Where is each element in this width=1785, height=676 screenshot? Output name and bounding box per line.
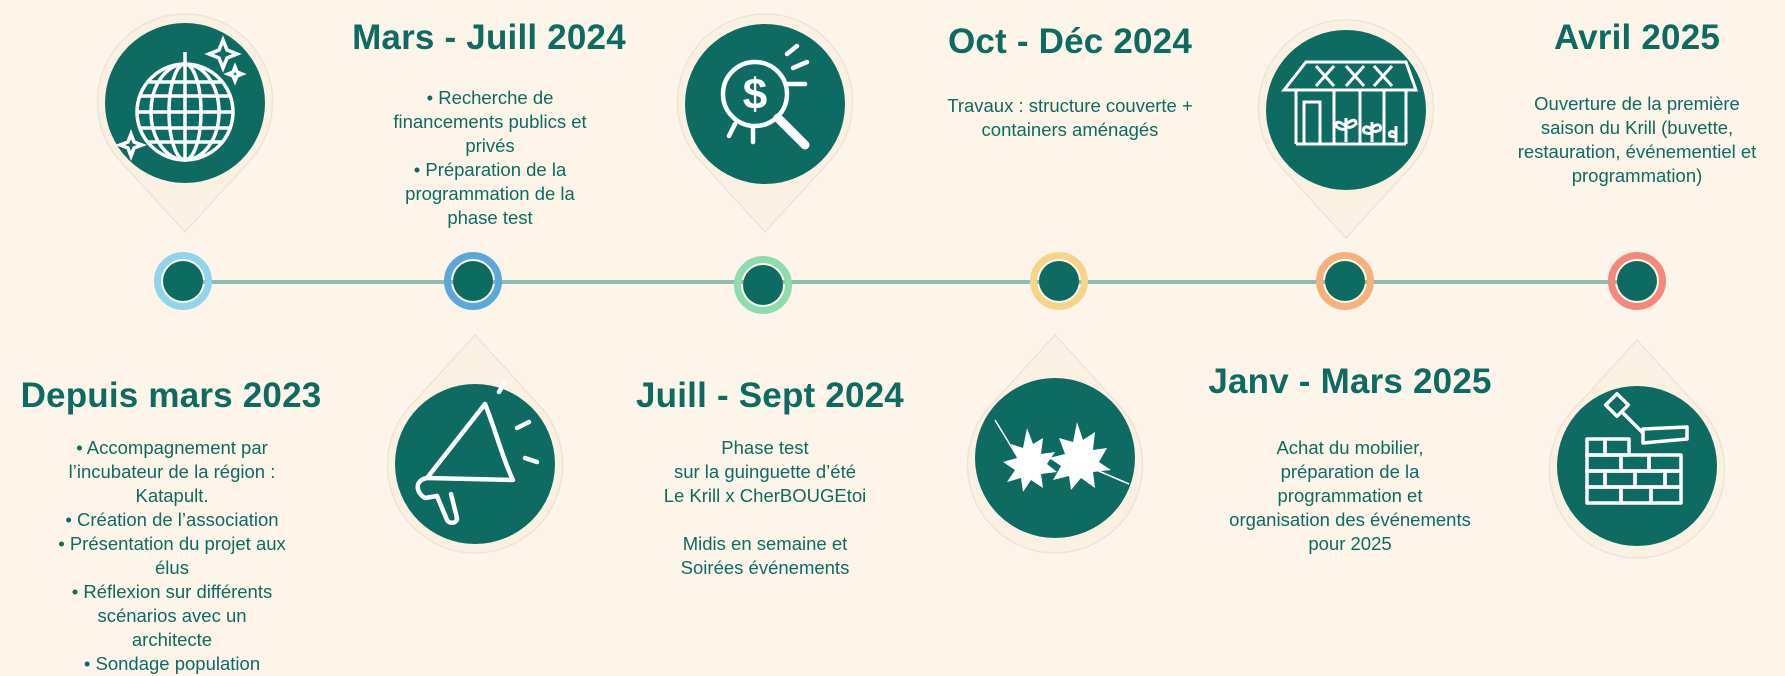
step-4-line: containers aménagés [981,119,1159,140]
step-5-line: organisation des événements [1229,509,1471,530]
svg-text:$: $ [743,70,767,119]
step-3-line: Soirées événements [680,557,850,578]
step-1-line: élus [155,557,189,578]
step-5-title: Janv - Mars 2025 [1208,362,1492,401]
step-4-description: Travaux : structure couverte + container… [900,94,1240,142]
node-core [743,265,783,305]
step-5-line: préparation de la [1280,461,1420,482]
step-5-line: programmation et [1277,485,1423,506]
timeline-node-4 [1030,252,1088,310]
step-5-description: Achat du mobilier, préparation de la pro… [1190,436,1510,556]
timeline-line [183,280,1638,284]
timeline-node-5 [1316,252,1374,310]
greenhouse-icon [1280,60,1419,146]
step-3-title: Juill - Sept 2024 [636,376,904,415]
brick-wall-trowel-icon [1585,391,1689,505]
step-2-line: • Recherche de [426,87,554,108]
timeline-node-6 [1608,252,1666,310]
step-2-line: financements publics et [393,111,587,132]
pin-brick-wall [1547,335,1727,560]
pin-greenhouse [1256,18,1436,243]
step-2-line: privés [465,135,515,156]
step-3-line: Le Krill x CherBOUGEtoi [663,485,867,506]
step-3-line: Phase test [721,437,809,458]
node-core [163,261,203,301]
step-1-line: • Présentation du projet aux [58,533,286,554]
timeline-node-3 [734,256,792,314]
step-1-line: • Sondage population [83,653,261,674]
step-6-line: programmation) [1571,165,1703,186]
step-1-line: • Création de l’association [65,509,279,530]
node-core [1617,261,1657,301]
step-6-line: Ouverture de la première [1534,93,1740,114]
step-2-description: • Recherche de financements publics et p… [350,86,630,230]
step-1-line: l’incubateur de la région : [68,461,276,482]
node-core [453,261,493,301]
step-2-line: programmation de la [405,183,575,204]
node-core [1325,261,1365,301]
step-6-line: saison du Krill (buvette, [1540,117,1734,138]
step-2-title: Mars - Juill 2024 [352,18,626,57]
step-5-line: Achat du mobilier, [1276,437,1424,458]
step-3-line: Midis en semaine et [682,533,848,554]
step-1-line: Katapult. [135,485,209,506]
dollar-search-icon: $ [720,43,810,150]
pin-autumn-leaves [965,330,1145,555]
timeline-node-1 [154,252,212,310]
step-1-title: Depuis mars 2023 [20,376,322,415]
step-3-line [620,508,910,532]
step-1-line: • Réflexion sur différents [71,581,273,602]
step-1-line: • Accompagnement par [76,437,268,458]
step-3-line: sur la guinguette d’été [673,461,857,482]
step-1-line: architecte [131,629,213,650]
step-2-line: • Préparation de la [413,159,567,180]
megaphone-icon [415,379,540,525]
step-3-description: Phase test sur la guinguette d’été Le Kr… [620,436,910,580]
node-core [1039,261,1079,301]
step-4-title: Oct - Déc 2024 [947,22,1193,61]
timeline-node-2 [444,252,502,310]
disco-ball-icon [115,35,247,162]
step-2-line: phase test [447,207,533,228]
pin-disco-ball [95,12,275,237]
step-1-line: scénarios avec un [97,605,247,626]
step-6-title: Avril 2025 [1553,18,1721,57]
step-4-line: Travaux : structure couverte + [947,95,1193,116]
step-1-description: • Accompagnement par l’incubateur de la … [32,436,312,676]
autumn-leaves-icon [994,419,1130,492]
step-6-line: restauration, événementiel et [1517,141,1757,162]
pin-megaphone [385,330,565,555]
step-6-description: Ouverture de la première saison du Krill… [1492,92,1782,188]
pin-dollar-search: $ [675,12,855,237]
step-5-line: pour 2025 [1308,533,1392,554]
